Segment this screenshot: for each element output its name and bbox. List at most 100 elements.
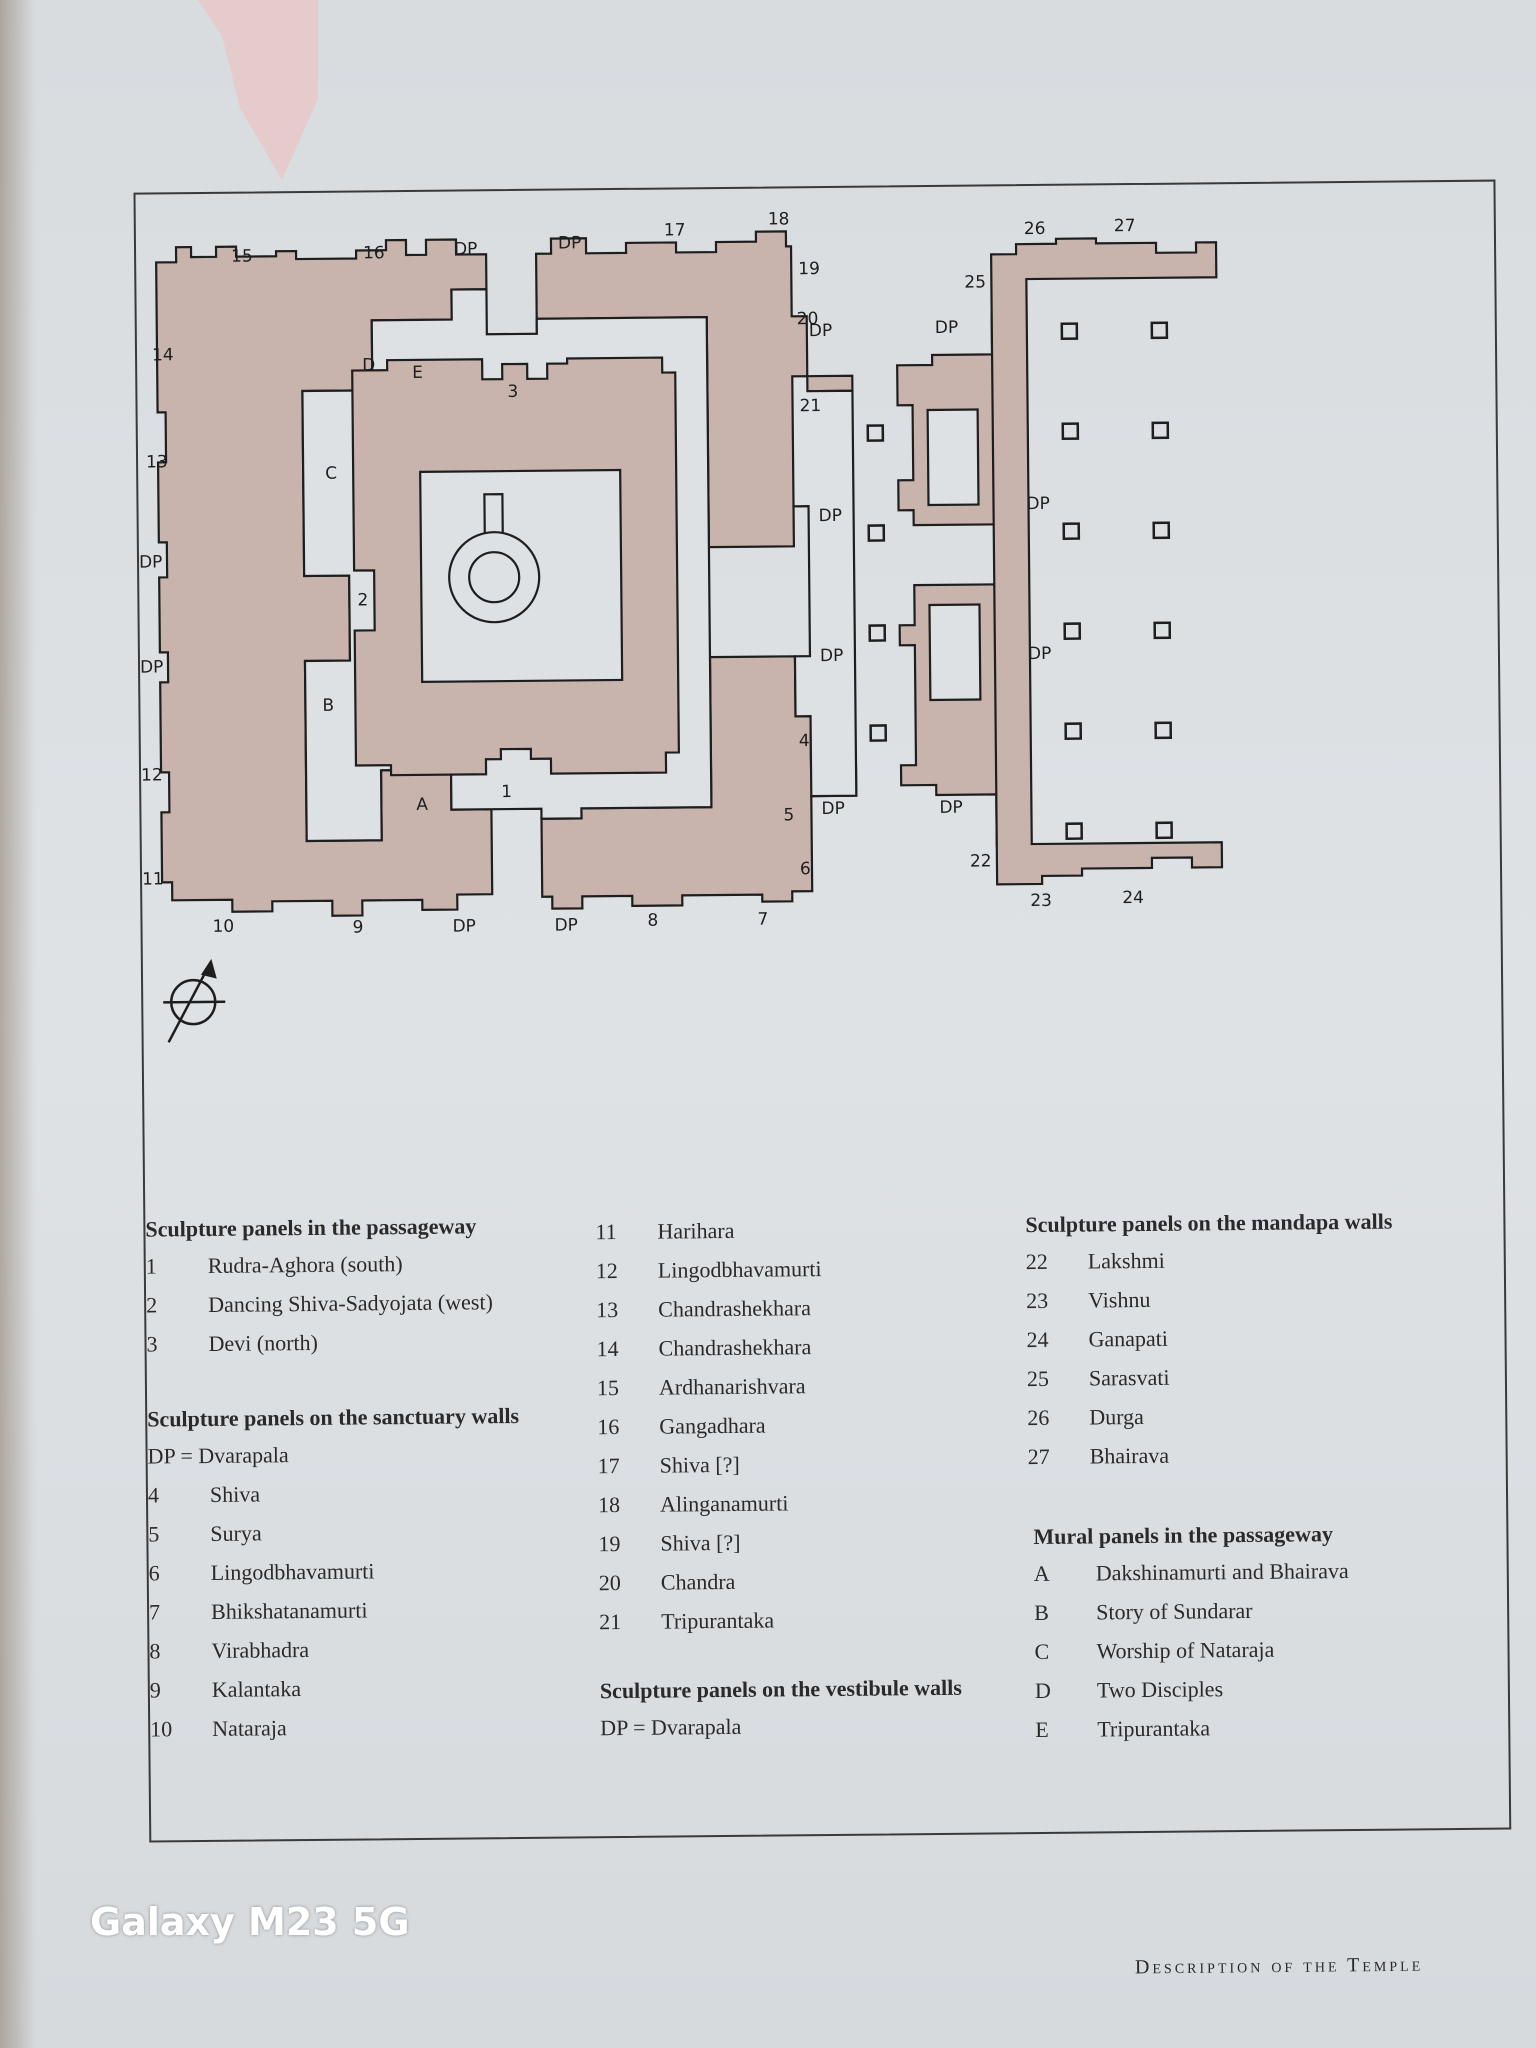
legend-row: 8 Virabhadra (149, 1628, 521, 1671)
legend-text: Rudra-Aghora (south) (207, 1251, 403, 1278)
legend-num: 21 (599, 1609, 622, 1635)
label-7: 7 (757, 910, 768, 930)
label-E: E (412, 363, 423, 383)
legend-dp-note: DP = Dvarapala (147, 1442, 289, 1469)
legend-text: Bhikshatanamurti (210, 1597, 368, 1624)
legend-text: Lingodbhavamurti (210, 1558, 375, 1585)
mandapa-wall (990, 237, 1224, 886)
linga-base (448, 531, 541, 624)
legend-text: Virabhadra (211, 1637, 310, 1663)
legend-num: 17 (597, 1453, 620, 1479)
legend-text: Alinganamurti (659, 1490, 789, 1517)
legend-num: E (1035, 1716, 1049, 1743)
label-dp-6: DP (554, 915, 578, 935)
legend-num: 8 (149, 1638, 161, 1664)
north-arrow-icon (163, 958, 226, 1043)
legend-sanctuary-title: Sculpture panels on the sanctuary walls (147, 1402, 520, 1432)
label-5: 5 (783, 805, 794, 825)
legend-num: 4 (147, 1482, 160, 1508)
legend-num: 7 (148, 1599, 161, 1625)
legend-dp-note: DP = Dvarapala (600, 1713, 742, 1741)
legend-num: 24 (1026, 1326, 1049, 1353)
legend-row: 14 Chandrashekhara (596, 1327, 822, 1368)
vestibule (791, 375, 858, 798)
temple-floor-plan: 1 2 3 4 5 6 7 8 9 10 11 12 13 14 15 16 1… (139, 209, 1224, 1043)
legend-num: 23 (1026, 1287, 1049, 1314)
label-dp-4: DP (558, 233, 582, 253)
garbhagriha (419, 468, 624, 683)
legend-text: Story of Sundarar (1096, 1597, 1253, 1625)
label-dp-7: DP (809, 321, 833, 341)
legend-vestibule: Sculpture panels on the vestibule walls … (600, 1673, 963, 1747)
legend-mandapa-title: Sculpture panels on the mandapa walls (1025, 1208, 1393, 1238)
label-22: 22 (970, 851, 992, 871)
linga-spout (483, 492, 504, 534)
label-8: 8 (647, 911, 658, 931)
label-dp-2: DP (140, 657, 164, 677)
vestibule-niche-north (926, 408, 980, 507)
label-6: 6 (800, 859, 811, 879)
label-15: 15 (231, 246, 253, 266)
legend-num: 10 (150, 1716, 173, 1742)
legend-num: B (1034, 1599, 1049, 1626)
legend-row: 7 Bhikshatanamurti (149, 1589, 521, 1632)
legend-num: 20 (598, 1570, 621, 1596)
legend-num: 16 (597, 1414, 620, 1440)
legend-mandapa: Sculpture panels on the mandapa walls 22… (1025, 1207, 1394, 1477)
label-dp-14: DP (1028, 644, 1052, 664)
label-24: 24 (1122, 888, 1144, 908)
label-19: 19 (798, 259, 820, 279)
label-dp-3: DP (454, 239, 478, 259)
legend-text: Ardhanarishvara (658, 1373, 806, 1400)
legend-num: 27 (1027, 1443, 1050, 1470)
label-21: 21 (799, 396, 821, 416)
legend-num: 14 (596, 1336, 619, 1362)
legend-text: Two Disciples (1096, 1676, 1224, 1703)
label-dp-11: DP (935, 318, 959, 338)
legend-num: 19 (598, 1531, 621, 1557)
label-13: 13 (146, 452, 168, 472)
legend-text: Nataraja (212, 1715, 287, 1741)
label-D: D (362, 355, 375, 375)
legend-row: 27 Bhairava (1027, 1434, 1394, 1477)
label-26: 26 (1024, 219, 1046, 239)
legend-text: Ganapati (1088, 1325, 1169, 1352)
legend-text: Bhairava (1089, 1442, 1170, 1469)
label-18: 18 (768, 209, 790, 229)
legend-text: Vishnu (1088, 1286, 1151, 1313)
finger-shadow (0, 0, 36, 2048)
legend-num: 3 (146, 1331, 158, 1357)
label-C: C (325, 464, 337, 484)
label-dp-10: DP (821, 799, 845, 819)
label-dp-9: DP (820, 646, 844, 666)
legend-text: Chandrashekhara (658, 1334, 812, 1361)
legend-num: 12 (595, 1258, 618, 1284)
label-B: B (322, 696, 334, 716)
legend-text: Tripurantaka (661, 1607, 775, 1634)
legend-row: 10 Nataraja (150, 1706, 522, 1749)
legend-row: 21 Tripurantaka (599, 1600, 825, 1641)
label-4: 4 (799, 731, 810, 751)
label-2: 2 (357, 590, 368, 610)
label-dp-13: DP (1026, 494, 1050, 514)
label-16: 16 (363, 243, 385, 263)
camera-watermark: Galaxy M23 5G (90, 1900, 410, 1944)
